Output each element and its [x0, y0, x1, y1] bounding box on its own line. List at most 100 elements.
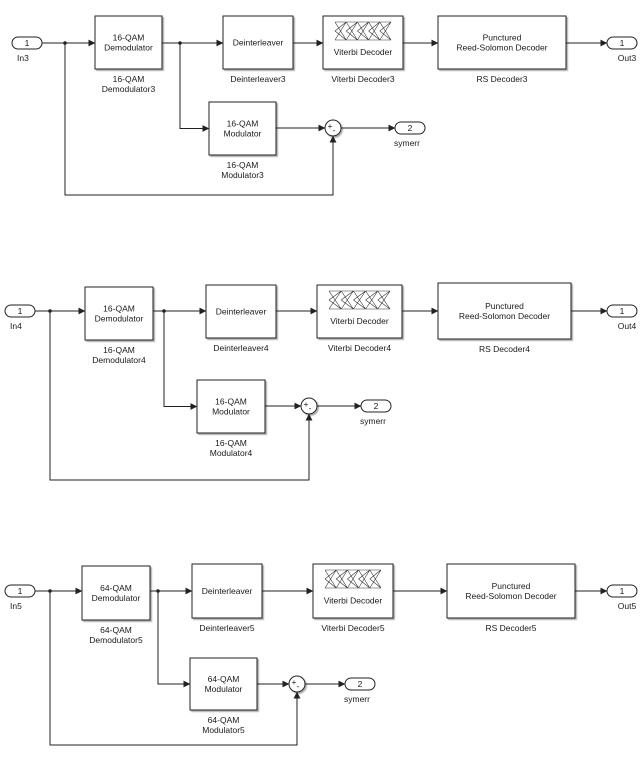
- modulator-block-name: Modulator5: [202, 725, 245, 735]
- demodulator-block-text: Demodulator: [92, 593, 141, 603]
- modulator-block-name: 64-QAM: [208, 715, 240, 725]
- symerr-outport-label: symerr: [394, 138, 420, 148]
- feedback-line: [49, 591, 301, 746]
- viterbi-decoder-block-text: Viterbi Decoder: [334, 47, 393, 57]
- inport-label: In5: [10, 601, 22, 611]
- sum-sign-plus: +: [292, 677, 297, 687]
- outport-number: 1: [620, 38, 625, 48]
- outport-label: Out3: [618, 53, 637, 63]
- demodulator-block-text: 16-QAM: [113, 33, 145, 43]
- demodulator-block-text: Demodulator: [104, 43, 153, 53]
- rs-decoder-block-name: RS Decoder4: [479, 344, 530, 354]
- demodulator-block-text: Demodulator: [95, 314, 144, 324]
- inport-number: 1: [18, 586, 23, 596]
- signal-line: [179, 43, 210, 132]
- modulator-block-text: 16-QAM: [215, 397, 247, 407]
- symerr-outport-label: symerr: [344, 694, 370, 704]
- signal-line: [163, 311, 198, 410]
- subsystem-row-1: 1In316-QAMDemodulator16-QAMDemodulator3D…: [11, 15, 638, 196]
- symerr-outport-number: 2: [374, 401, 379, 411]
- modulator-block-text: Modulator: [205, 684, 243, 694]
- inport-label: In4: [10, 321, 22, 331]
- viterbi-decoder-block-name: Viterbi Decoder5: [321, 623, 384, 633]
- demodulator-block-name: Demodulator4: [92, 355, 146, 365]
- outport-label: Out5: [618, 601, 637, 611]
- trellis-icon: [334, 21, 392, 41]
- rs-decoder-block-text: Punctured: [483, 33, 522, 43]
- deinterleaver-block-name: Deinterleaver3: [230, 74, 286, 84]
- demodulator-block-text: 64-QAM: [100, 583, 132, 593]
- symerr-outport-block[interactable]: 2 symerr: [394, 121, 426, 148]
- inport-label: In3: [17, 53, 29, 63]
- modulator-block-name: Modulator3: [221, 170, 264, 180]
- deinterleaver-block-name: Deinterleaver5: [199, 623, 255, 633]
- rs-decoder-block-text: Punctured: [485, 301, 524, 311]
- signal-line: [157, 591, 191, 688]
- symerr-outport-number: 2: [358, 679, 363, 689]
- modulator-block-text: 64-QAM: [208, 674, 240, 684]
- rs-decoder-block-name: RS Decoder5: [485, 623, 536, 633]
- modulator-block-name: Modulator4: [210, 448, 253, 458]
- demodulator-block-name: Demodulator5: [89, 635, 143, 645]
- inport-number: 1: [25, 38, 30, 48]
- sum-block[interactable]: +-: [288, 675, 306, 693]
- rs-decoder-block-text: Punctured: [492, 581, 531, 591]
- subsystem-row-2: 1In416-QAMDemodulator16-QAMDemodulator4D…: [4, 282, 638, 481]
- inport-number: 1: [18, 306, 23, 316]
- viterbi-decoder-block-name: Viterbi Decoder3: [331, 74, 394, 84]
- demodulator-block-text: 16-QAM: [103, 304, 135, 314]
- symerr-outport-number: 2: [408, 123, 413, 133]
- modulator-block-name: 16-QAM: [215, 438, 247, 448]
- outport-label: Out4: [618, 321, 637, 331]
- symerr-outport-block[interactable]: 2 symerr: [344, 677, 376, 704]
- deinterleaver-block-text: Deinterleaver: [216, 307, 267, 317]
- deinterleaver-block-text: Deinterleaver: [202, 586, 253, 596]
- sum-sign-plus: +: [304, 399, 309, 409]
- sum-block[interactable]: +-: [300, 397, 318, 415]
- viterbi-decoder-block-name: Viterbi Decoder4: [328, 343, 391, 353]
- modulator-block-text: 16-QAM: [227, 119, 259, 129]
- sum-sign-minus: -: [333, 125, 336, 135]
- rs-decoder-block-name: RS Decoder3: [476, 74, 527, 84]
- modulator-block-name: 16-QAM: [227, 160, 259, 170]
- demodulator-block-name: 16-QAM: [103, 345, 135, 355]
- rs-decoder-block-text: Reed-Solomon Decoder: [456, 43, 547, 53]
- feedback-line: [64, 43, 337, 196]
- deinterleaver-block-text: Deinterleaver: [233, 38, 284, 48]
- modulator-block-text: Modulator: [212, 407, 250, 417]
- demodulator-block-name: 64-QAM: [100, 625, 132, 635]
- demodulator-block-name: Demodulator3: [102, 84, 156, 94]
- outport-number: 1: [620, 306, 625, 316]
- rs-decoder-block-text: Reed-Solomon Decoder: [459, 311, 550, 321]
- sum-block[interactable]: +-: [324, 119, 342, 137]
- feedback-line: [49, 311, 313, 481]
- sum-sign-minus: -: [297, 681, 300, 691]
- demodulator-block-name: 16-QAM: [113, 74, 145, 84]
- deinterleaver-block-name: Deinterleaver4: [213, 343, 269, 353]
- sum-sign-plus: +: [328, 121, 333, 131]
